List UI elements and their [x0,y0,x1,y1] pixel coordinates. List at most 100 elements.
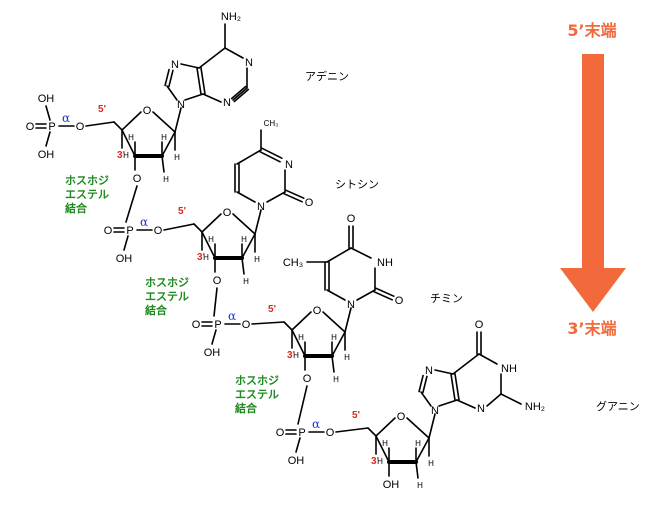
base-name-A: アデニン [305,69,349,83]
bond-line [415,437,430,463]
bond-line [291,311,312,331]
alpha-label: α [140,215,148,229]
bond-line [201,231,216,259]
bond-line [283,321,293,331]
nitrogen-atom: N [285,159,293,171]
bond-line [196,67,202,96]
five-prime-label: 5' [98,104,106,115]
bond-line [456,399,476,409]
alpha-label: α [312,417,320,431]
bond-line [236,191,256,203]
bond-line [251,321,285,325]
hydrogen-atom: H [298,333,304,342]
carbonyl-oxygen: O [395,295,404,307]
bond-line [254,209,262,235]
bond-line [163,223,195,231]
bond-line [422,375,428,394]
ring-oxygen: O [223,207,232,219]
bond-line [236,149,262,165]
phosphorus-atom: P [214,319,221,331]
carbonyl-oxygen: O [347,213,356,225]
carbonyl-oxygen: O [305,197,314,209]
ring-oxygen: O [313,305,322,317]
bond-line [152,111,176,133]
bond-line [415,461,419,479]
methyl-group: CH₃ [264,119,279,128]
phosphodiester-label-line1: ホスホジ [65,174,109,187]
nitrogen-atom: N [347,299,355,311]
arrow-down-icon [560,54,626,312]
bond-line [198,47,226,69]
bond-line [291,329,306,357]
hydrogen-atom: H [415,439,421,448]
three-prime-label: 3' [197,252,205,263]
hydrogen-atom: H [163,175,169,184]
nitrogen-atom: N [425,365,433,377]
hydrogen-atom: H [243,277,249,286]
linking-oxygen: O [213,275,222,287]
bond-line [283,193,303,203]
nitrogen-atom: N [245,57,253,69]
bond-line [434,369,454,375]
phosphate-hydroxyl: OH [116,253,133,265]
hydrogen-atom: H [241,235,247,244]
bond-line [428,413,436,439]
phosphodiester-label-line3: 結合 [145,303,168,317]
bond-line [232,87,248,101]
bond-line [478,353,498,365]
bond-line [166,85,178,101]
bond-line [375,417,396,437]
bond-line [454,372,460,401]
nitrogen-atom: N [223,97,231,109]
bond-line [202,93,222,103]
ester-oxygen: O [76,121,85,133]
bond-line [367,427,377,437]
bond-line [450,373,456,402]
five-prime-label: 5' [178,206,186,217]
bond-line [344,307,352,333]
bond-line [259,150,281,163]
bond-line [356,289,376,301]
three-prime-label: 3' [117,150,125,161]
hydrogen-atom: H [128,133,134,142]
carbonyl-oxygen: O [475,319,484,331]
base-name-T: チミン [430,292,463,305]
phosphorus-atom: P [126,225,133,237]
bond-line [420,391,432,407]
ring-oxygen: O [143,105,152,117]
bond-line [331,355,335,373]
bond-line [121,129,136,157]
nitrogen-atom: N [257,201,265,213]
bond-line [121,111,142,131]
phosphodiester-label-line1: ホスホジ [235,374,279,387]
bond-line [406,417,430,439]
three-prime-label: 3' [287,350,295,361]
bond-line [193,223,203,233]
bond-line [335,427,369,433]
bond-line [180,63,200,69]
bond-line [241,233,256,259]
bond-line [297,385,308,425]
hydrogen-atom: H [417,481,423,490]
hydrogen-atom: H [331,333,337,342]
nitrogen-atom: N [171,59,179,71]
bond-line [500,393,522,405]
hydrogen-atom: H [428,459,434,468]
bond-line [45,105,51,121]
bond-line [213,287,218,317]
bond-line [322,311,346,333]
bond-line [164,68,170,87]
bond-line [200,66,206,95]
bond-line [174,107,182,133]
bond-line [113,121,123,131]
nitrogen-atom: N [177,99,185,111]
bond-line [125,185,138,223]
hydrogen-atom: H [123,151,129,160]
phosphate-oxygen: O [192,319,201,331]
bond-line [161,155,165,173]
nitrogen-atom: N [431,405,439,417]
